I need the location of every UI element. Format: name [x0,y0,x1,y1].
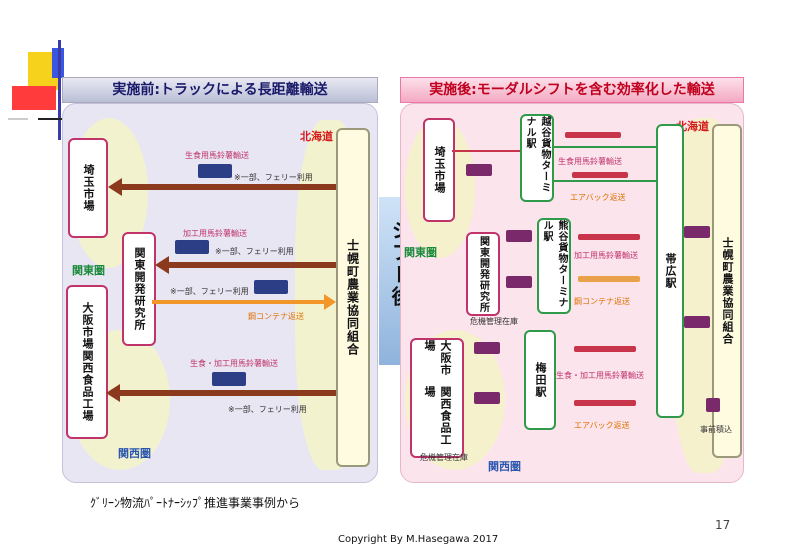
label-mixed-transport-right: 生食・加工用馬鈴薯輸送 [556,371,644,380]
label-raw-transport: 生食用馬鈴薯輸送 [185,151,249,160]
box-osaka-kansai-right: 大阪市場 関西食品工場 [410,338,464,458]
truck-icon-r6 [474,342,500,354]
train-icon-1 [565,132,621,138]
decor-red-square [12,86,56,110]
truck-icon-r3 [506,276,532,288]
label-process-transport-right: 加工用馬鈴薯輸送 [574,251,638,260]
box-shihoro-coop: 士幌町農業協同組合 [336,128,370,467]
region-hokkaido-right: 北海道 [676,120,709,133]
copyright: Copyright By M.Hasegawa 2017 [338,534,499,545]
arrow-head-2 [155,256,169,274]
truck-icon-r2 [506,230,532,242]
truck-icon-4 [212,372,246,386]
box-kanto-lab: 関東開発研究所 [122,232,156,346]
route-koshigaya-saitama [452,150,520,152]
region-hokkaido-left: 北海道 [300,130,333,143]
region-kansai-right: 関西圏 [488,460,521,473]
label-process-transport: 加工用馬鈴薯輸送 [183,229,247,238]
train-icon-4 [578,276,640,282]
box-osaka-kansai: 大阪市場 関西食品工場 [66,285,108,439]
label-crisis-stock-kansai: 危機管理在庫 [420,453,468,462]
truck-icon [198,164,232,178]
kansai-food-label-right: 関西食品工場 [423,386,452,447]
decor-vertical-line [58,40,61,140]
region-kansai-left: 関西圏 [118,447,151,460]
truck-icon-r7 [474,392,500,404]
label-airbag-return-2: エアバック返送 [574,421,630,430]
label-ferry-1: ※一部、フェリー利用 [234,173,313,182]
train-icon-2 [572,172,628,178]
box-koshigaya-terminal: 越谷貨物ターミナル駅 [520,114,554,202]
label-crisis-stock-kanto: 危機管理在庫 [470,317,518,326]
arrow-head-4 [106,384,120,402]
label-ferry-3: ※一部、フェリー利用 [170,287,249,296]
label-container-return-right: 鋼コンテナ返送 [574,297,630,306]
truck-icon-r5 [684,316,710,328]
osaka-market-label-right: 大阪市場 [423,340,452,376]
kansai-food-label: 関西食品工場 [81,350,94,422]
arrow-container-return [152,300,324,304]
box-obihiro-station: 帯広駅 [656,124,684,418]
box-kumagaya-terminal: 熊谷貨物ターミナル駅 [537,218,571,314]
label-airbag-return-1: エアバック返送 [570,193,626,202]
label-container-return: 鋼コンテナ返送 [248,312,304,321]
label-mixed-transport: 生食・加工用馬鈴薯輸送 [190,359,278,368]
truck-icon-r4 [684,226,710,238]
route-return-1 [552,180,656,182]
box-umeda-station: 梅田駅 [524,330,556,430]
train-icon-5 [574,346,636,352]
train-icon-3 [578,234,640,240]
route-koshigaya-obihiro [552,146,656,148]
arrow-process-transport [167,262,336,268]
arrow-raw-transport [120,184,336,190]
truck-icon-2 [175,240,209,254]
right-panel-title: 実施後:モーダルシフトを含む効率化した輸送 [400,77,744,103]
label-preload: 事前積込 [700,425,732,434]
source-caption: ｸﾞﾘｰﾝ物流ﾊﾟｰﾄﾅｰｼｯﾌﾟ推進事業事例から [90,496,301,510]
box-saitama-market-right: 埼玉市場 [423,118,455,222]
box-saitama-market: 埼玉市場 [68,138,108,238]
arrow-mixed-transport [118,390,336,396]
region-kanto-left: 関東圏 [72,264,105,277]
decor-line-gray [8,118,28,120]
left-panel-title: 実施前:トラックによる長距離輸送 [62,77,378,103]
label-ferry-2: ※一部、フェリー利用 [215,247,294,256]
decor-horizontal-line [38,118,78,120]
truck-icon-3 [254,280,288,294]
label-raw-transport-right: 生食用馬鈴薯輸送 [558,157,622,166]
arrow-head-1 [108,178,122,196]
box-kanto-lab-right: 関東開発研究所 [466,232,500,316]
truck-icon-r1 [466,164,492,176]
osaka-market-label: 大阪市場 [81,302,94,350]
page-number: 17 [715,518,731,532]
preload-icon [706,398,720,412]
train-icon-6 [574,400,636,406]
arrow-head-3 [324,294,336,310]
region-kanto-right: 関東圏 [404,246,437,259]
label-ferry-4: ※一部、フェリー利用 [228,405,307,414]
